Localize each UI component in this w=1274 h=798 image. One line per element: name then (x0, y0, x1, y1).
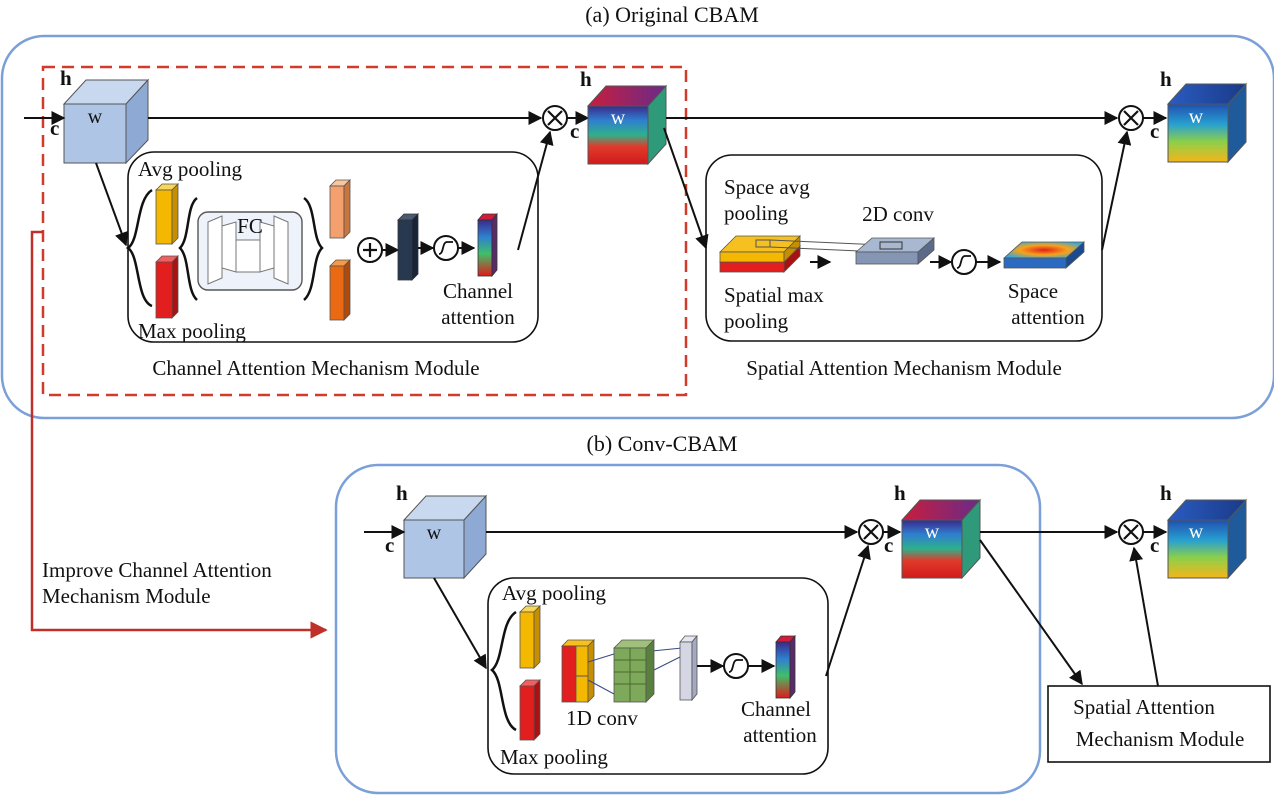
branch-arrow (95, 162, 129, 247)
spatial-weight-arrow (1101, 130, 1132, 251)
cube-c-label: c (385, 533, 394, 557)
input-feature-cube (402, 494, 488, 580)
cube-c-label: c (1150, 533, 1159, 557)
max-pool-bar (519, 679, 541, 741)
channel-refined-cube (586, 84, 668, 166)
fc-output-bar-top (329, 179, 351, 239)
conv1d-label: 1D conv (566, 706, 638, 730)
multiply-icon (858, 519, 884, 545)
improve-label-2: Mechanism Module (42, 584, 211, 608)
add-icon (357, 237, 383, 263)
avg-pool-bar (155, 183, 179, 245)
channel-attention-label-2: attention (441, 305, 515, 329)
pool-brace (490, 610, 517, 732)
branch-arrow (433, 577, 487, 670)
cube-c-label: c (570, 119, 579, 143)
cube-h-label: h (1160, 67, 1172, 91)
avg-pooling-label: Avg pooling (502, 581, 607, 605)
to-spatial-arrow (663, 127, 709, 250)
channel-attention-label-2: attention (743, 723, 817, 747)
title-conv-cbam: (b) Conv-CBAM (587, 431, 738, 456)
channel-weight-arrow (517, 130, 554, 251)
space-avg-label-2: pooling (724, 201, 789, 225)
improved-channel-attention-box (487, 577, 829, 775)
spatial-max-label-1: Spatial max (724, 283, 824, 307)
sigmoid-icon (723, 653, 749, 679)
spatial-module-box (1047, 685, 1271, 763)
space-attention-label-1: Space (1008, 279, 1058, 303)
sigmoid-icon (951, 249, 977, 275)
space-avg-label-1: Space avg (724, 175, 810, 199)
spatial-weight-arrow (1129, 546, 1159, 687)
cube-w-label: w (925, 521, 940, 543)
fc-output-bar-bottom (329, 259, 351, 321)
fc-input-brace (178, 196, 198, 301)
cube-c-label: c (884, 533, 893, 557)
cube-h-label: h (1160, 481, 1172, 505)
max-pooling-label: Max pooling (500, 745, 608, 769)
multiply-icon (1118, 105, 1144, 131)
conv1d-block (613, 639, 655, 703)
cube-c-label: c (1150, 119, 1159, 143)
fc-funnel-shape (207, 215, 289, 285)
stacked-pool-features (561, 639, 595, 703)
avg-pooling-label: Avg pooling (138, 157, 243, 181)
original-cbam-frame (0, 34, 1274, 420)
conv-cbam-frame (334, 463, 1042, 795)
input-feature-cube (62, 78, 150, 165)
conv2d-label: 2D conv (862, 202, 934, 226)
space-attention-label-2: attention (1011, 305, 1085, 329)
channel-weight-arrow (825, 544, 871, 677)
improve-arrow (30, 230, 328, 639)
spatial-max-label-2: pooling (724, 309, 789, 333)
max-pool-bar (155, 255, 179, 319)
cube-w-label: w (88, 106, 103, 128)
output-cube (1166, 498, 1248, 580)
fc-output-brace (303, 196, 324, 301)
spatial-pool-maps (719, 235, 801, 273)
conv2d-block (854, 237, 936, 265)
multiply-icon (1118, 519, 1144, 545)
channel-attention-label-1: Channel (741, 697, 811, 721)
cube-w-label: w (427, 522, 442, 544)
spatial-module-label: Spatial Attention Mechanism Module (746, 356, 1062, 380)
title-original: (a) Original CBAM (585, 2, 759, 27)
cube-w-label: w (611, 107, 626, 129)
pool-brace (125, 188, 153, 308)
aggregate-bar (397, 213, 419, 281)
cube-h-label: h (396, 481, 408, 505)
cube-c-label: c (50, 116, 59, 140)
to-spatial-module-arrow (979, 539, 1083, 686)
output-cube (1166, 82, 1248, 164)
sigmoid-icon (433, 235, 459, 261)
space-attention-map (1002, 241, 1086, 269)
cube-h-label: h (894, 481, 906, 505)
conv-connection-lines (587, 647, 683, 695)
spatial-box-label-1: Spatial Attention (1073, 695, 1215, 719)
channel-attention-bar (775, 634, 796, 700)
fc-label: FC (237, 214, 263, 238)
channel-attention-label-1: Channel (443, 279, 513, 303)
spatial-box-label-2: Mechanism Module (1076, 727, 1245, 751)
multiply-icon (542, 105, 568, 131)
channel-attention-bar (477, 212, 498, 278)
improve-label-1: Improve Channel Attention (42, 558, 272, 582)
cube-h-label: h (580, 67, 592, 91)
channel-refined-cube (900, 498, 982, 580)
max-pooling-label: Max pooling (138, 319, 246, 343)
channel-module-label: Channel Attention Mechanism Module (152, 356, 479, 380)
cube-w-label: w (1189, 106, 1204, 128)
conv-output-bar (679, 634, 698, 702)
cube-w-label: w (1189, 521, 1204, 543)
avg-pool-bar (519, 605, 541, 669)
cube-h-label: h (60, 66, 72, 90)
